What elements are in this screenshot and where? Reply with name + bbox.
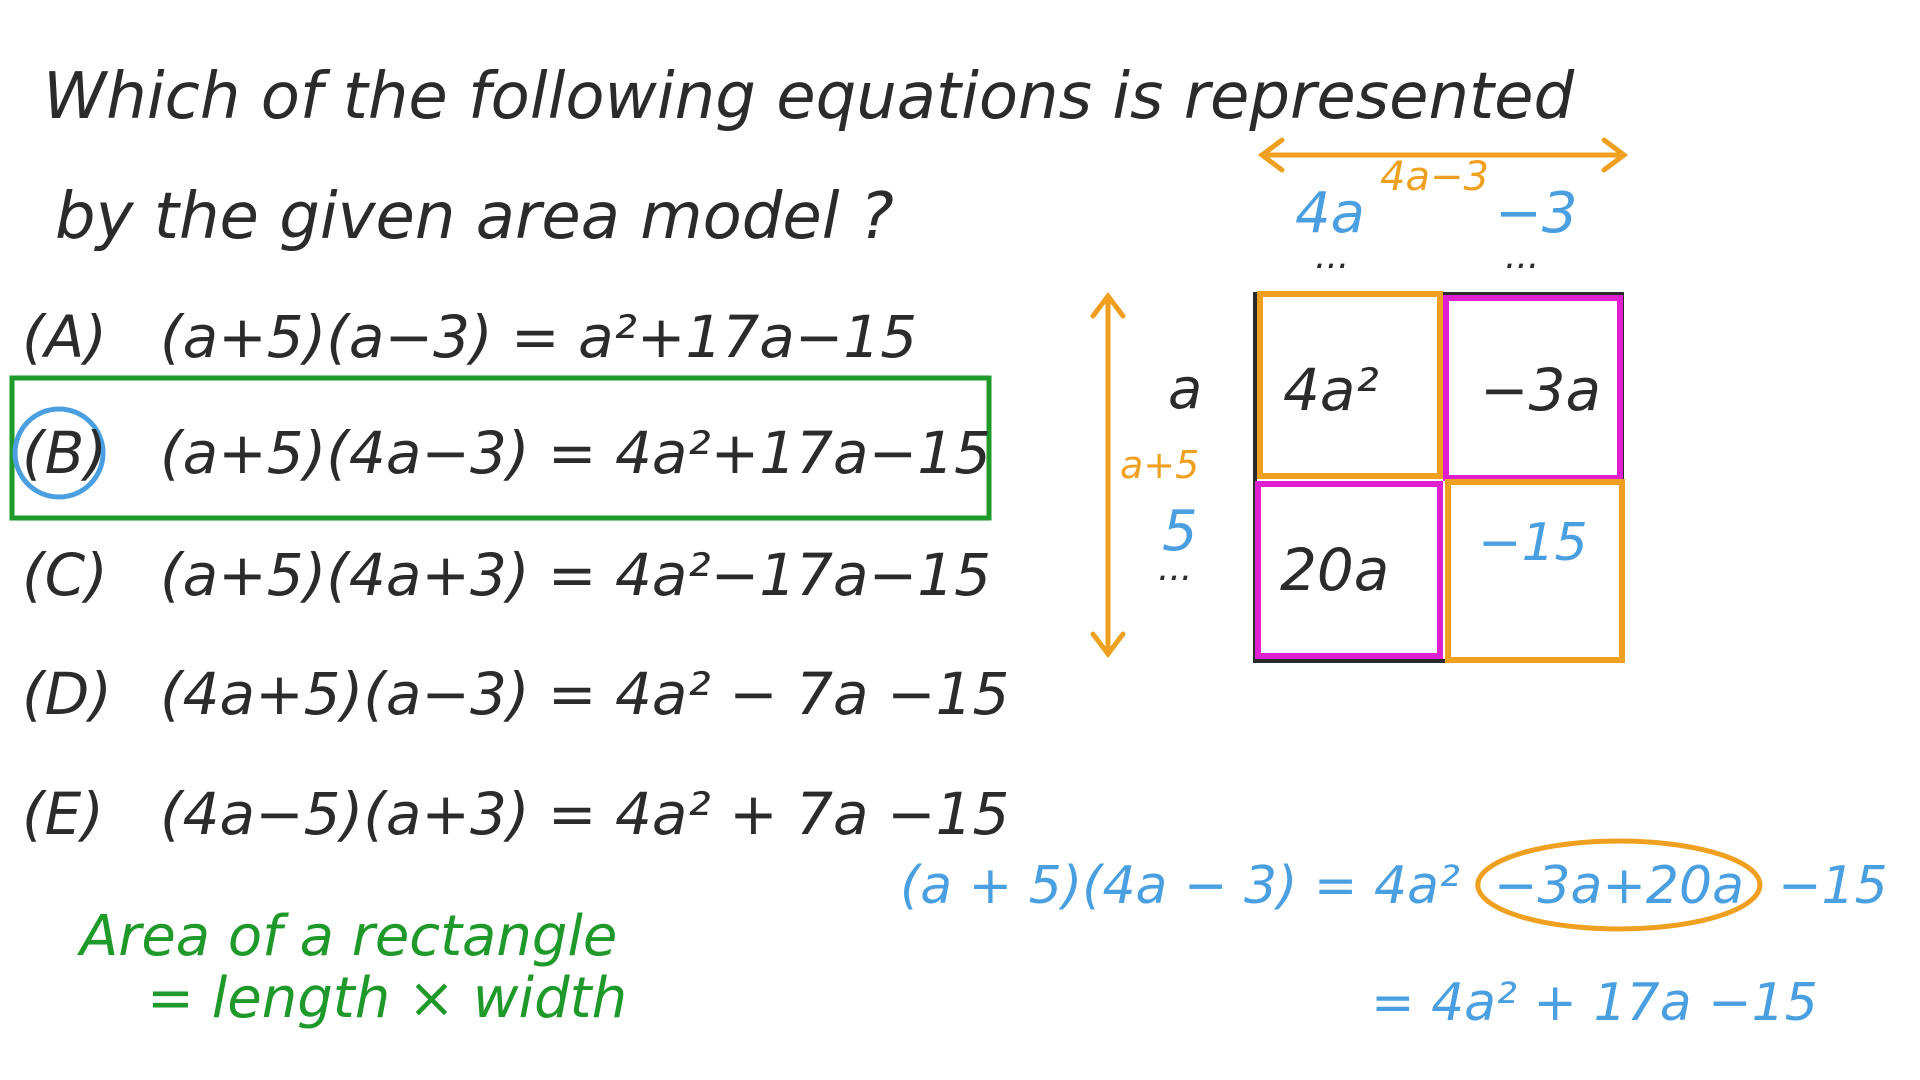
- option-label: (E): [22, 780, 104, 848]
- correct-answer-box: [9, 375, 992, 521]
- option-e[interactable]: (E) (4a−5)(a+3) = 4a² + 7a −15: [22, 780, 1009, 848]
- option-equation: (4a+5)(a−3) = 4a² − 7a −15: [160, 660, 1009, 728]
- working-line-1-right: −15: [1778, 856, 1888, 916]
- width-arrow: [1257, 137, 1629, 173]
- option-label: (A): [22, 303, 107, 371]
- option-equation: (4a−5)(a+3) = 4a² + 7a −15: [160, 780, 1009, 848]
- width-label: 4a−3: [1380, 154, 1489, 200]
- row-label-1: a: [1168, 357, 1202, 422]
- option-label: (B): [22, 419, 107, 487]
- option-equation: (a+5)(4a−3) = 4a²+17a−15: [160, 419, 991, 487]
- cell-bottom-right: −15: [1478, 513, 1588, 573]
- cell-bottom-left: 20a: [1280, 536, 1389, 604]
- cell-border-bottom-left: [1255, 481, 1443, 659]
- question-line-2: by the given area model ?: [55, 180, 894, 254]
- option-b[interactable]: (B) (a+5)(4a−3) = 4a²+17a−15: [22, 419, 991, 487]
- question-line-1: Which of the following equations is repr…: [43, 60, 1574, 134]
- cell-top-right: −3a: [1480, 356, 1601, 424]
- option-c[interactable]: (C) (a+5)(4a+3) = 4a²−17a−15: [22, 541, 991, 609]
- cell-border-bottom-right: [1445, 479, 1625, 663]
- option-d[interactable]: (D) (4a+5)(a−3) = 4a² − 7a −15: [22, 660, 1009, 728]
- column-label-1: 4a: [1295, 181, 1365, 246]
- column-dots-2: ...: [1505, 236, 1539, 277]
- grouping-ellipse: [1475, 838, 1763, 932]
- option-equation: (a+5)(4a+3) = 4a²−17a−15: [160, 541, 991, 609]
- area-grid: [1253, 291, 1625, 663]
- cell-top-left: 4a²: [1283, 356, 1379, 424]
- note-line-2: = length × width: [147, 966, 627, 1031]
- working-line-2: = 4a² + 17a −15: [1371, 973, 1818, 1033]
- cell-border-top-left: [1257, 291, 1443, 479]
- working-line-1-left: (a + 5)(4a − 3) = 4a²: [900, 856, 1460, 916]
- option-label: (C): [22, 541, 108, 609]
- cell-border-top-right: [1443, 295, 1623, 481]
- column-label-2: −3: [1495, 181, 1578, 246]
- row-label-2: 5: [1162, 499, 1198, 564]
- row-dots: ...: [1158, 548, 1192, 589]
- selected-answer-circle: [12, 406, 106, 500]
- option-label: (D): [22, 660, 112, 728]
- height-label: a+5: [1120, 443, 1199, 487]
- note-line-1: Area of a rectangle: [77, 904, 617, 969]
- column-dots-1: ...: [1315, 236, 1349, 277]
- option-equation: (a+5)(a−3) = a²+17a−15: [160, 303, 917, 371]
- height-arrow: [1090, 291, 1126, 659]
- working-line-1-circled: −3a+20a: [1494, 856, 1744, 916]
- option-a[interactable]: (A) (a+5)(a−3) = a²+17a−15: [22, 303, 917, 371]
